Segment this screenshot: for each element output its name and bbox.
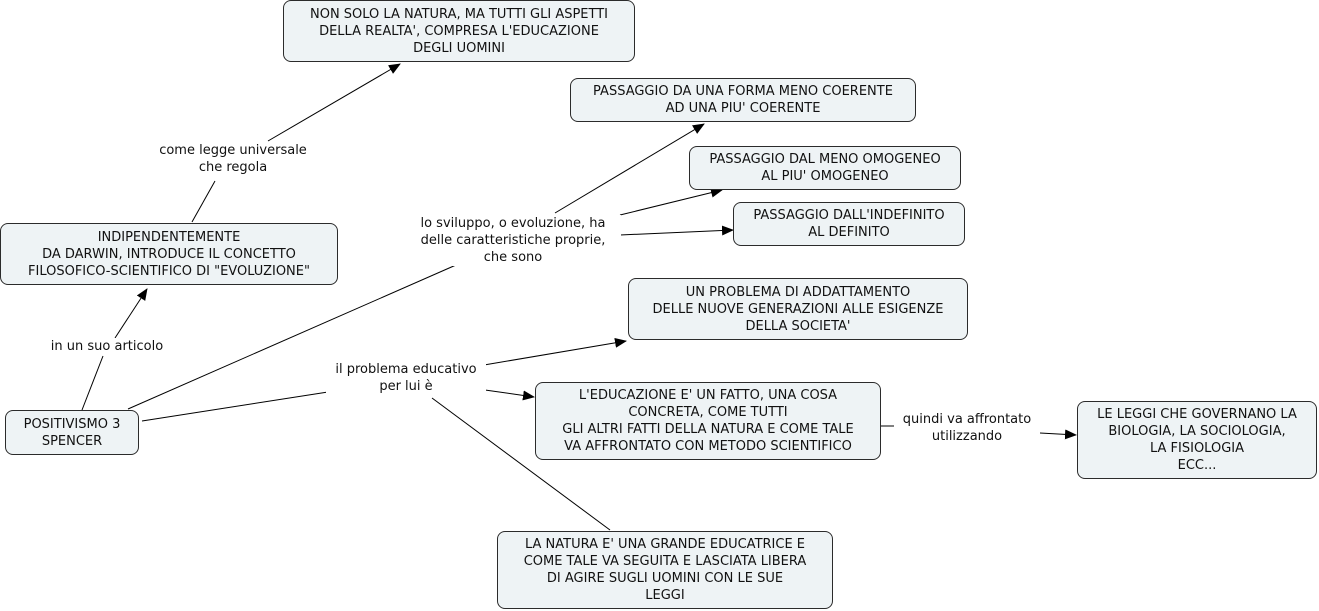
- concept-educazione-fatto[interactable]: L'EDUCAZIONE E' UN FATTO, UNA COSA CONCR…: [535, 382, 881, 460]
- concept-leggi-scienze[interactable]: LE LEGGI CHE GOVERNANO LA BIOLOGIA, LA S…: [1077, 401, 1317, 479]
- connector-line: [191, 180, 216, 223]
- connector-arrow: [619, 225, 734, 236]
- link-lo-sviluppo[interactable]: lo sviluppo, o evoluzione, ha delle cara…: [405, 215, 621, 266]
- concept-passaggio-omogeneo[interactable]: PASSAGGIO DAL MENO OMOGENEO AL PIU' OMOG…: [689, 146, 961, 190]
- connector-arrow: [114, 288, 148, 339]
- link-come-legge-universale[interactable]: come legge universale che regola: [148, 142, 318, 176]
- connector-line: [141, 391, 329, 422]
- concept-natura-educatrice[interactable]: LA NATURA E' UNA GRANDE EDUCATRICE E COM…: [497, 531, 833, 609]
- link-in-un-suo-articolo[interactable]: in un suo articolo: [40, 338, 174, 355]
- connector-line: [431, 397, 611, 531]
- concept-passaggio-coerente[interactable]: PASSAGGIO DA UNA FORMA MENO COERENTE AD …: [570, 78, 916, 122]
- connector-arrow: [267, 63, 401, 142]
- concept-passaggio-definito[interactable]: PASSAGGIO DALL'INDEFINITO AL DEFINITO: [733, 202, 965, 246]
- link-il-problema-educativo[interactable]: il problema educativo per lui è: [326, 361, 486, 395]
- concept-adattamento[interactable]: UN PROBLEMA DI ADDATTAMENTO DELLE NUOVE …: [628, 278, 968, 340]
- connector-arrow: [619, 187, 723, 216]
- concept-positivismo-spencer[interactable]: POSITIVISMO 3 SPENCER: [5, 410, 139, 455]
- connector-line: [127, 264, 457, 410]
- concept-darwin-evoluzione[interactable]: INDIPENDENTEMENTE DA DARWIN, INTRODUCE I…: [0, 223, 338, 285]
- concept-natura-realta[interactable]: NON SOLO LA NATURA, MA TUTTI GLI ASPETTI…: [283, 0, 635, 62]
- connector-arrow: [1039, 429, 1077, 440]
- connector-arrow: [483, 337, 627, 366]
- connector-arrow: [554, 123, 705, 214]
- connector-arrow: [484, 389, 535, 401]
- connector-line: [81, 355, 104, 411]
- link-quindi-va-affrontato[interactable]: quindi va affrontato utilizzando: [894, 411, 1040, 445]
